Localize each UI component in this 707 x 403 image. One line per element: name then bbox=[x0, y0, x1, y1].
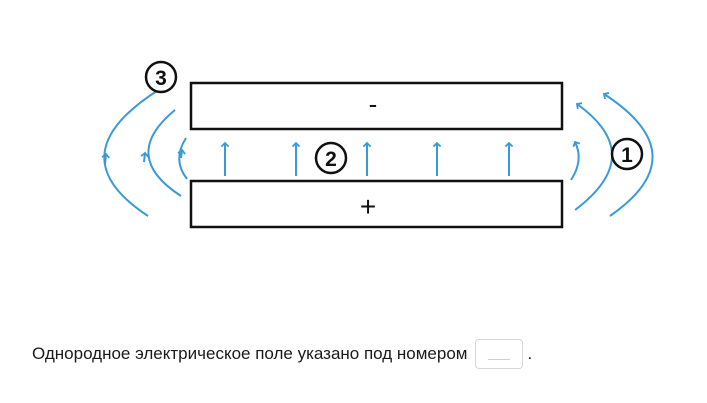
capacitor-field-diagram: - + 1 2 3 bbox=[101, 60, 654, 229]
label-1-text: 1 bbox=[621, 144, 633, 167]
left-fringe-middle bbox=[147, 109, 182, 197]
label-3-text: 3 bbox=[155, 67, 167, 90]
left-fringe-outer-arrow bbox=[101, 152, 110, 165]
left-fringe-outer bbox=[103, 88, 161, 217]
positive-plate-sign: + bbox=[360, 191, 376, 222]
label-2: 2 bbox=[314, 141, 348, 175]
left-fringe-inner-arrow bbox=[177, 148, 186, 159]
right-fringe-outer bbox=[602, 92, 654, 217]
left-fringe-middle-arrow bbox=[140, 151, 149, 163]
answer-input[interactable] bbox=[475, 339, 524, 369]
question-line: Однородное электрическое поле указано по… bbox=[32, 337, 532, 371]
question-suffix: . bbox=[527, 344, 533, 363]
label-2-text: 2 bbox=[325, 148, 337, 171]
negative-plate-sign: - bbox=[369, 89, 378, 119]
uniform-field-lines bbox=[220, 141, 514, 176]
right-fringe-middle bbox=[574, 102, 613, 211]
negative-plate: - bbox=[189, 81, 564, 131]
label-1: 1 bbox=[610, 137, 644, 171]
right-fringe-inner bbox=[570, 140, 581, 181]
question-text: Однородное электрическое поле указано по… bbox=[32, 344, 468, 363]
label-3: 3 bbox=[144, 60, 178, 94]
positive-plate: + bbox=[189, 179, 564, 229]
left-fringe-inner bbox=[178, 137, 188, 180]
left-fringe-field-lines bbox=[101, 88, 188, 217]
